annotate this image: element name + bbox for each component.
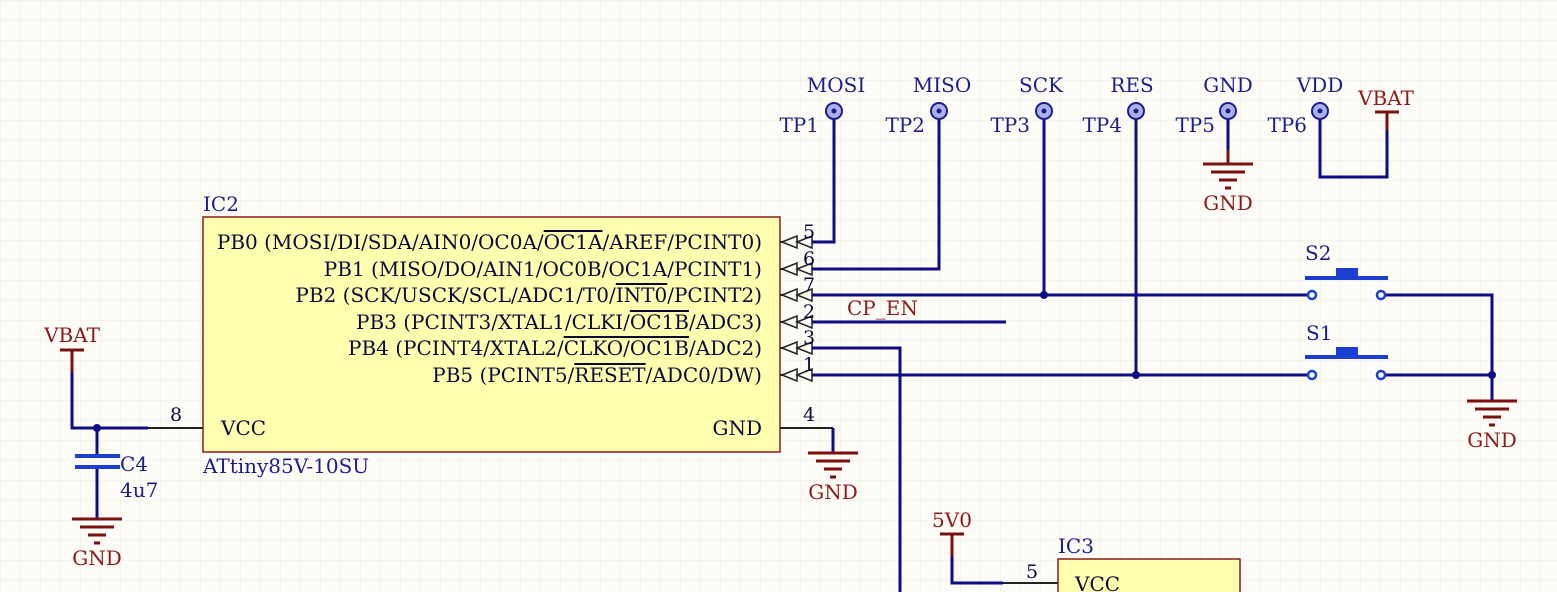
ic2-pin-num-pb1: 6 (803, 248, 815, 270)
wires (70, 120, 1496, 592)
ic2-part-number: ATtiny85V-10SU (202, 454, 369, 478)
ic2-pin-num-pb4: 3 (803, 327, 815, 349)
capacitor-c4[interactable]: C4 4u7 (75, 452, 158, 502)
power-5v0: 5V0 (932, 508, 972, 556)
capacitor-c4-designator: C4 (120, 452, 148, 476)
junction-reset (1132, 371, 1140, 379)
tp3-net-name: SCK (1019, 73, 1064, 97)
tp2-designator: TP2 (885, 113, 925, 137)
test-point-tp6[interactable]: VDD TP6 (1267, 73, 1343, 137)
tp5-designator: TP5 (1175, 113, 1215, 137)
tp3-designator: TP3 (990, 113, 1030, 137)
ic2-pin-num-pb3: 2 (803, 301, 815, 323)
ic2-overlines (543, 230, 689, 365)
ic2-pin-gnd: GND (712, 416, 762, 440)
ic3-pin-num-vcc: 5 (1026, 561, 1038, 583)
ic2-pin-num-vcc: 8 (170, 404, 182, 426)
ic2-pin-num-gnd: 4 (803, 404, 815, 426)
ic2-pin-num-pb0: 5 (803, 221, 815, 243)
ic2-pin-pb5: PB5 (PCINT5/RESET/ADC0/DW) (432, 363, 762, 387)
gnd-ic2-label: GND (808, 480, 858, 504)
switch-s2-designator: S2 (1305, 241, 1331, 265)
junction-switch-gnd (1488, 371, 1496, 379)
gnd-symbol-tp5: GND (1203, 150, 1253, 215)
tp6-designator: TP6 (1267, 113, 1307, 137)
wire-pb4 (812, 346, 902, 592)
power-vbat-top-label: VBAT (1357, 86, 1414, 110)
tp1-designator: TP1 (779, 113, 819, 137)
ic2-pin-pb2: PB2 (SCK/USCK/SCL/ADC1/T0/INT0/PCINT2) (295, 283, 762, 307)
gnd-symbol-ic2: GND (808, 451, 858, 504)
gnd-symbol-switches: GND (1467, 399, 1517, 452)
net-label-cp-en: CP_EN (847, 296, 918, 320)
switch-s1[interactable]: S1 (1305, 321, 1388, 381)
junction-vcc (93, 424, 101, 432)
ic3-designator: IC3 (1058, 534, 1094, 558)
ic2-pin-pb0: PB0 (MOSI/DI/SDA/AIN0/OC0A/OC1A/AREF/PCI… (217, 230, 762, 254)
ic2-pin-vcc: VCC (220, 416, 266, 440)
switch-s1-designator: S1 (1306, 321, 1332, 345)
wire-5v0 (950, 555, 1003, 585)
ic2-pin-pb3: PB3 (PCINT3/XTAL1/CLKI/OC1B/ADC3) (356, 310, 762, 334)
gnd-cap-label: GND (72, 546, 122, 570)
tp4-designator: TP4 (1082, 113, 1122, 137)
junction-sck (1040, 291, 1048, 299)
tp2-net-name: MISO (913, 73, 971, 97)
wire-s2-gnd (1383, 293, 1494, 400)
ic2-body (202, 216, 781, 453)
tp1-net-name: MOSI (807, 73, 865, 97)
gnd-tp5-label: GND (1203, 191, 1253, 215)
wire-mosi (812, 120, 836, 244)
power-5v0-label: 5V0 (932, 508, 972, 532)
ic2-pin-num-pb5: 1 (803, 354, 815, 376)
test-point-tp4[interactable]: RES TP4 (1082, 73, 1153, 137)
tp6-net-name: VDD (1296, 73, 1344, 97)
ic3-pin-vcc: VCC (1074, 572, 1120, 592)
capacitor-c4-value: 4u7 (120, 478, 158, 502)
wire-miso (812, 120, 941, 271)
ic2-pin-pb4: PB4 (PCINT4/XTAL2/CLKO/OC1B/ADC2) (348, 336, 762, 360)
ic2-designator: IC2 (203, 192, 239, 216)
switch-s2[interactable]: S2 (1305, 241, 1388, 301)
ic2-io-arrows (779, 234, 813, 383)
gnd-switches-label: GND (1467, 428, 1517, 452)
test-points: MOSI TP1 MISO TP2 SCK TP3 RES TP4 GN (779, 73, 1343, 137)
power-vbat-left: VBAT (43, 323, 101, 372)
test-point-tp1[interactable]: MOSI TP1 (779, 73, 865, 137)
wire-vdd-vbat (1318, 120, 1389, 179)
wire-vbat-vcc (70, 370, 148, 430)
tp5-net-name: GND (1203, 73, 1253, 97)
tp4-net-name: RES (1110, 73, 1153, 97)
ic3-component[interactable]: IC3 VCC 5 (1026, 534, 1241, 592)
ic2-pin-pb1: PB1 (MISO/DO/AIN1/OC0B/OC1A/PCINT1) (324, 257, 762, 281)
test-point-tp5[interactable]: GND TP5 (1175, 73, 1252, 137)
power-vbat-left-label: VBAT (43, 323, 100, 347)
gnd-symbol-cap: GND (72, 517, 122, 570)
power-vbat-top: VBAT (1357, 86, 1415, 130)
test-point-tp3[interactable]: SCK TP3 (990, 73, 1064, 137)
ic3-body (1057, 558, 1241, 592)
ic2-component[interactable]: IC2 ATtiny85V-10SU 5 6 7 2 3 1 (148, 192, 835, 478)
ic2-pin-num-pb2: 7 (803, 274, 815, 296)
test-point-tp2[interactable]: MISO TP2 (885, 73, 971, 137)
